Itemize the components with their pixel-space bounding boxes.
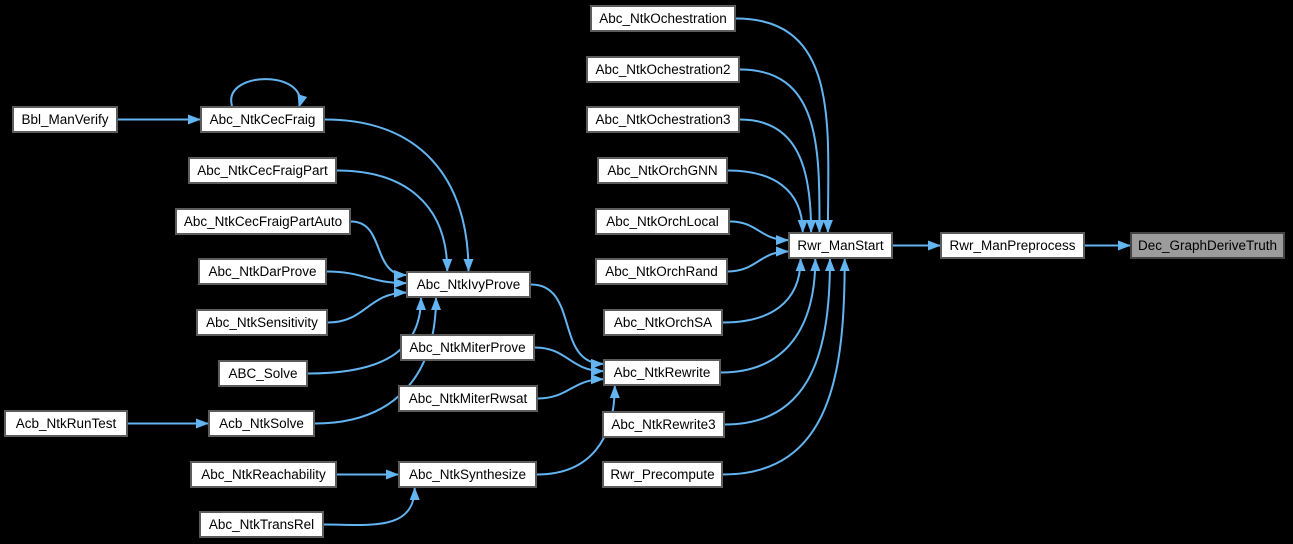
edge-abc_ntkrewrite3--rwr_manstart — [724, 258, 835, 426]
node-label: Rwr_ManStart — [797, 237, 884, 253]
node-bbl_manverify[interactable]: Bbl_ManVerify — [12, 106, 118, 133]
node-label: ABC_Solve — [228, 365, 298, 381]
node-abc_ntkivyprove[interactable]: Abc_NtkIvyProve — [406, 271, 531, 298]
node-abc_ntkcecfraigpart[interactable]: Abc_NtkCecFraigPart — [188, 157, 337, 184]
edge-abc_ntkochestration--rwr_manstart — [735, 17, 833, 233]
node-label: Abc_NtkRewrite3 — [611, 416, 716, 432]
node-abc_ntkorchsa[interactable]: Abc_NtkOrchSA — [603, 309, 723, 336]
node-abc_ntkcecfraig[interactable]: Abc_NtkCecFraig — [200, 106, 325, 133]
node-abc_ntkochestration2[interactable]: Abc_NtkOchestration2 — [586, 56, 740, 83]
edge-rwr_precompute--rwr_manstart — [722, 258, 850, 476]
node-label: Abc_NtkOchestration3 — [595, 111, 731, 127]
node-abc_ntkochestration3[interactable]: Abc_NtkOchestration3 — [586, 106, 740, 133]
edge-abc_ntkcecfraig--abc_ntkcecfraig — [230, 78, 308, 108]
edge-abc_ntkivyprove--abc_ntkrewrite — [530, 283, 604, 369]
node-label: Abc_NtkOchestration2 — [595, 61, 731, 77]
node-label: Abc_NtkMiterRwsat — [408, 390, 528, 406]
edge-abc_ntkcecfraigpart--abc_ntkivyprove — [336, 169, 453, 272]
node-label: Abc_NtkOrchSA — [613, 314, 713, 330]
node-label: Abc_NtkCecFraigPartAuto — [183, 213, 343, 229]
node-label: Abc_NtkOrchGNN — [607, 162, 718, 178]
node-label: Acb_NtkRunTest — [15, 415, 117, 431]
node-label: Bbl_ManVerify — [21, 111, 109, 127]
edge-abc_ntkcecfraigpartauto--abc_ntkivyprove — [350, 220, 407, 281]
edge-abc_ntkochestration2--rwr_manstart — [739, 68, 825, 233]
node-label: Abc_NtkTransRel — [208, 516, 315, 532]
node-label: Abc_NtkOrchRand — [605, 263, 718, 279]
node-abc_ntktransrel[interactable]: Abc_NtkTransRel — [199, 511, 324, 538]
node-label: Abc_NtkDarProve — [208, 263, 317, 279]
node-label: Abc_NtkMiterProve — [409, 339, 526, 355]
node-abc_ntkorchgnn[interactable]: Abc_NtkOrchGNN — [597, 157, 728, 184]
node-rwr_manstart[interactable]: Rwr_ManStart — [788, 232, 893, 259]
edge-abc_ntkorchlocal--rwr_manstart — [729, 220, 789, 246]
node-abc_ntkmiterrwsat[interactable]: Abc_NtkMiterRwsat — [398, 385, 538, 412]
node-rwr_manpreprocess[interactable]: Rwr_ManPreprocess — [940, 232, 1085, 259]
edge-abc_ntkmiterrwsat--abc_ntkrewrite — [537, 374, 604, 400]
node-abc_ntkrewrite[interactable]: Abc_NtkRewrite — [603, 359, 721, 386]
node-label: Abc_NtkRewrite — [613, 364, 711, 380]
edge-abc_ntkcecfraig--abc_ntkivyprove — [324, 118, 474, 272]
node-label: Abc_NtkReachability — [201, 466, 326, 482]
edge-abc_ntkorchsa--rwr_manstart — [722, 258, 806, 324]
node-label: Abc_NtkIvyProve — [416, 276, 521, 292]
node-label: Abc_NtkOrchLocal — [606, 213, 719, 229]
node-label: Abc_NtkSensitivity — [206, 314, 318, 330]
edge-abc_ntkdarprove--abc_ntkivyprove — [326, 270, 407, 289]
edge-abc_ntksensitivity--abc_ntkivyprove — [327, 287, 407, 324]
edge-abc_ntkmiterprove--abc_ntkrewrite — [534, 346, 604, 377]
edge-abc_ntkochestration3--rwr_manstart — [739, 118, 817, 233]
node-acb_ntkruntest[interactable]: Acb_NtkRunTest — [4, 410, 128, 437]
edge-abc_ntkorchgnn--rwr_manstart — [727, 169, 808, 233]
node-abc_ntkorchrand[interactable]: Abc_NtkOrchRand — [595, 258, 728, 285]
edge-abc_ntkrewrite--rwr_manstart — [720, 258, 821, 374]
node-dec_graphderivetruth: Dec_GraphDeriveTruth — [1130, 232, 1285, 259]
node-label: Abc_NtkCecFraigPart — [197, 162, 328, 178]
edge-abc_ntktransrel--abc_ntksynthesize — [323, 487, 420, 526]
node-abc_ntkorchlocal[interactable]: Abc_NtkOrchLocal — [595, 208, 730, 235]
node-abc_ntkcecfraigpartauto[interactable]: Abc_NtkCecFraigPartAuto — [175, 208, 351, 235]
node-label: Abc_NtkCecFraig — [209, 111, 316, 127]
node-abc_ntkreachability[interactable]: Abc_NtkReachability — [190, 461, 337, 488]
node-abc_ntkrewrite3[interactable]: Abc_NtkRewrite3 — [602, 411, 725, 438]
node-abc_ntkochestration[interactable]: Abc_NtkOchestration — [590, 5, 736, 32]
node-abc_ntksynthesize[interactable]: Abc_NtkSynthesize — [398, 461, 537, 488]
node-abc_ntkmiterprove[interactable]: Abc_NtkMiterProve — [400, 334, 535, 361]
node-acb_ntksolve[interactable]: Acb_NtkSolve — [208, 410, 315, 437]
node-abc_ntksensitivity[interactable]: Abc_NtkSensitivity — [196, 309, 328, 336]
node-label: Acb_NtkSolve — [219, 415, 304, 431]
node-rwr_precompute[interactable]: Rwr_Precompute — [602, 461, 723, 488]
node-abc_ntkdarprove[interactable]: Abc_NtkDarProve — [198, 258, 327, 285]
node-label: Abc_NtkOchestration — [599, 10, 727, 26]
node-label: Rwr_Precompute — [610, 466, 715, 482]
node-label: Rwr_ManPreprocess — [949, 237, 1076, 253]
node-abc_solve[interactable]: ABC_Solve — [218, 360, 308, 387]
edge-abc_ntksynthesize--abc_ntkrewrite — [536, 385, 620, 476]
edge-abc_solve--abc_ntkivyprove — [307, 297, 426, 375]
node-label: Abc_NtkSynthesize — [408, 466, 527, 482]
edge-abc_ntkorchrand--rwr_manstart — [727, 246, 789, 273]
node-label: Dec_GraphDeriveTruth — [1137, 237, 1278, 253]
